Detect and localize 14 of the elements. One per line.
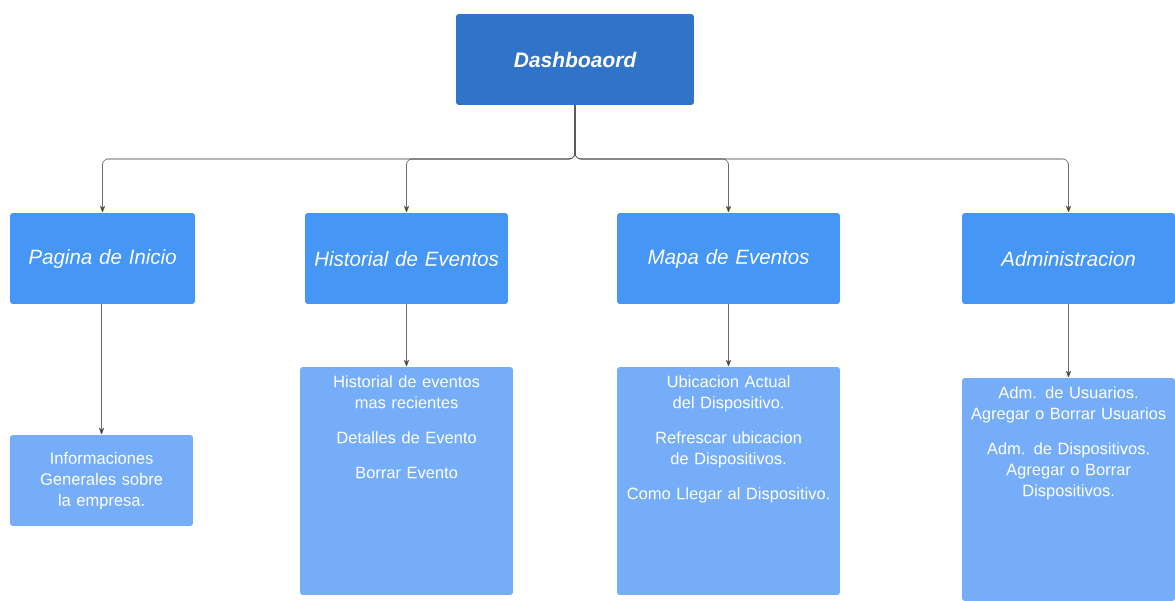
section-box: Historial de Eventos <box>305 213 508 304</box>
section-box: Administracion <box>962 213 1175 304</box>
arrow <box>99 303 104 435</box>
arrow <box>726 303 731 367</box>
detail-box: Historial de eventos mas recientes Detalles de Evento Borrar Evento <box>300 367 513 595</box>
detail-box: Informaciones Generales sobre la empresa. <box>10 435 193 526</box>
arrow <box>574 104 1071 213</box>
detail-box: Adm. de Usuarios. Agregar o Borrar Usuarios Adm. de Dispositivos. Agregar o Borrar Dispositivos. <box>962 378 1175 601</box>
detail-box: Ubicacion Actual del Dispositivo. Refrescar ubicacion de Dispositivos. Como Llegar al Dispositivo. <box>617 367 840 595</box>
section-box: Mapa de Eventos <box>617 213 840 304</box>
arrow <box>1066 303 1071 378</box>
dashboard-box: Dashboaord <box>456 14 694 105</box>
section-box: Pagina de Inicio <box>10 213 195 304</box>
arrow <box>404 303 409 367</box>
